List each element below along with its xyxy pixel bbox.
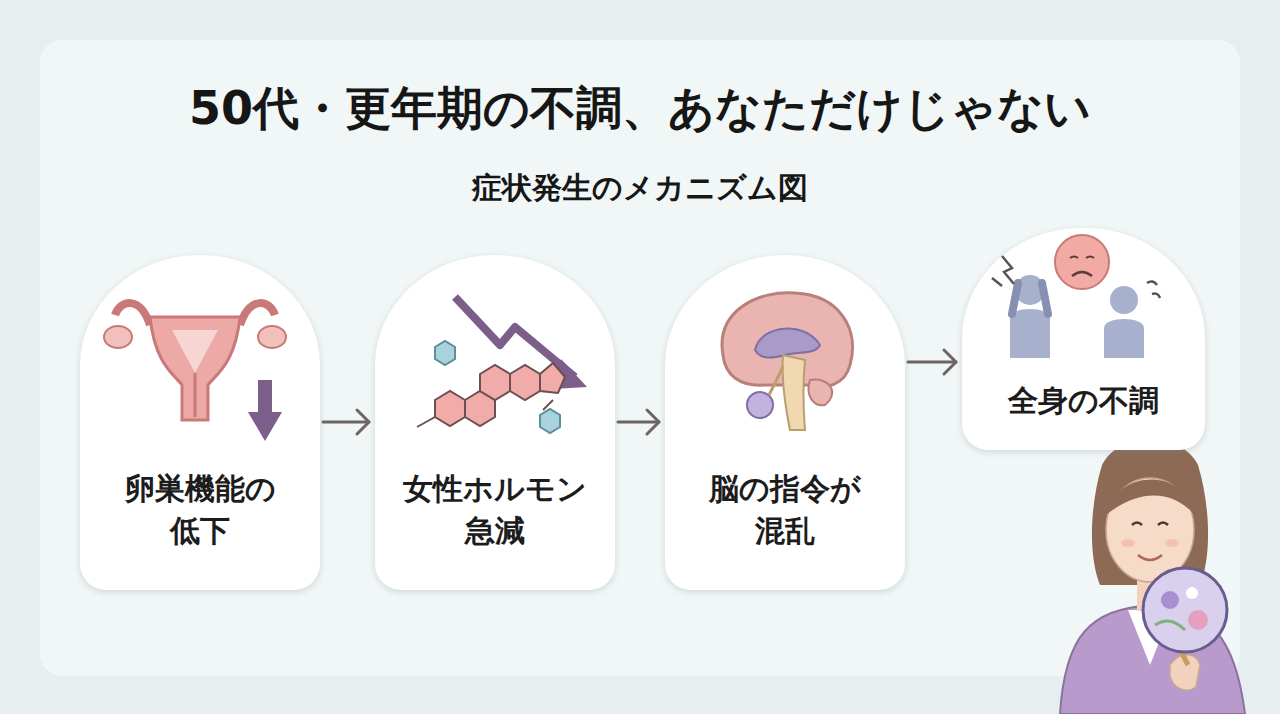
brain-illustration	[665, 255, 905, 455]
step-label: 脳の指令が 混乱	[685, 468, 885, 552]
step-label: 全身の不調	[984, 380, 1184, 422]
page-title: 50代・更年期の不調、あなただけじゃない	[0, 78, 1280, 140]
step-label: 女性ホルモン 急減	[395, 468, 595, 552]
subtitle: 症状発生のメカニズム図	[0, 168, 1280, 209]
uterus-illustration	[80, 255, 320, 455]
process-box: 脳の指令が 混乱	[665, 255, 905, 590]
step-label: 卵巣機能の 低下	[100, 468, 300, 552]
symptom-people-illustration	[962, 228, 1212, 378]
flow-arrow	[908, 350, 956, 374]
process-box: 卵巣機能の 低下	[80, 255, 320, 590]
woman-illustration	[1020, 425, 1280, 714]
process-box: 女性ホルモン 急減	[375, 255, 615, 590]
process-box: 全身の不調	[962, 228, 1205, 450]
hormone-molecule-illustration	[375, 255, 615, 455]
flow-arrow	[618, 410, 659, 434]
flow-arrow	[323, 410, 369, 434]
